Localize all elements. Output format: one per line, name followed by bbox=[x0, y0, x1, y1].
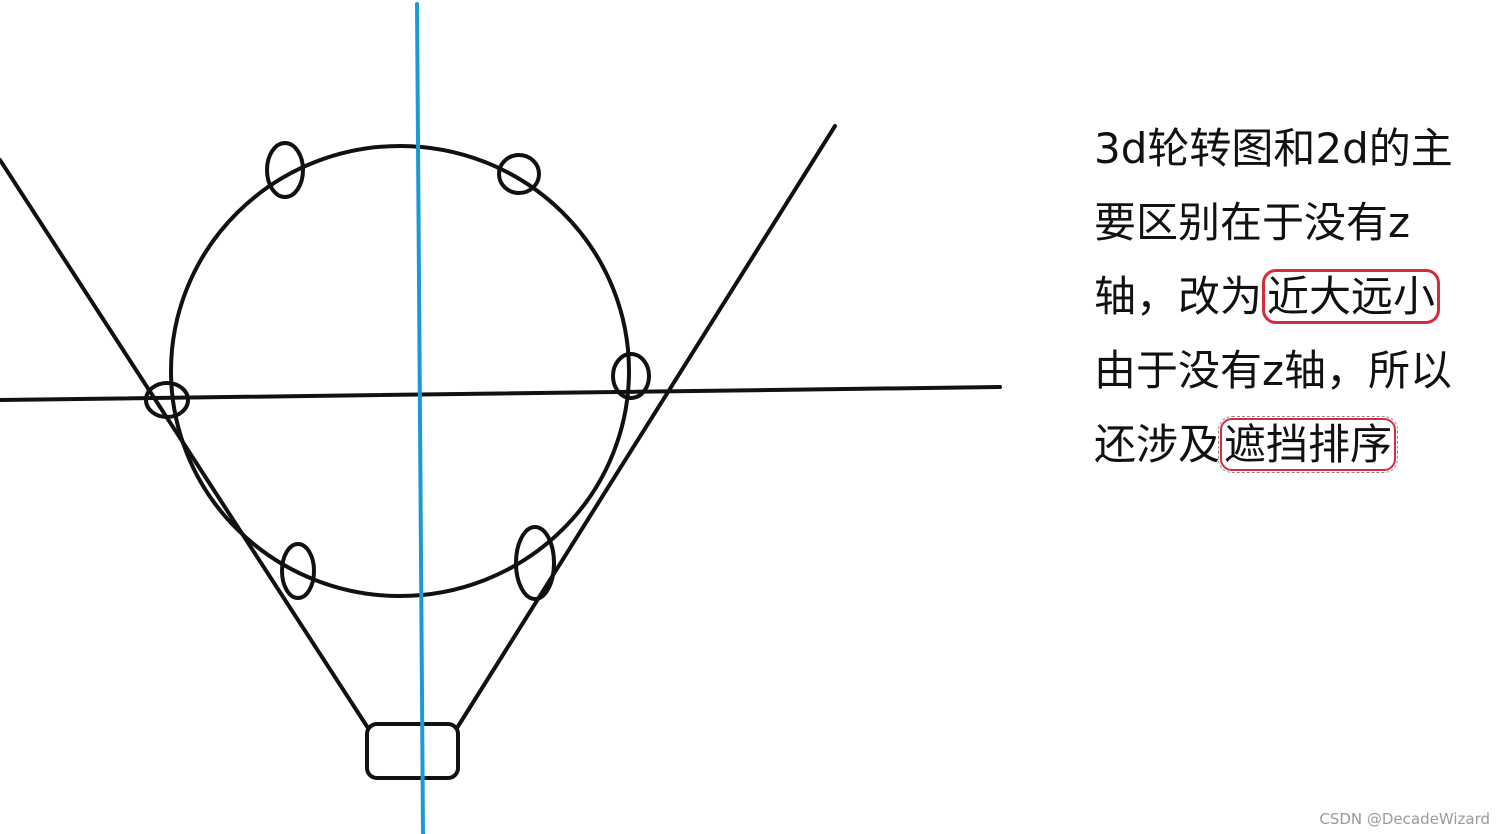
note-line-2: 要区别在于没有z bbox=[1094, 186, 1494, 260]
note-text-5: 还涉及 bbox=[1094, 420, 1221, 469]
highlight-occlusion-sorting: 遮挡排序 bbox=[1218, 416, 1399, 473]
note-text-3: 轴，改为 bbox=[1094, 272, 1263, 321]
note-line-4: 由于没有z轴，所以 bbox=[1094, 334, 1494, 408]
vertical-axis bbox=[415, 2, 425, 834]
note-text-2: 要区别在于没有z bbox=[1094, 198, 1411, 247]
item-bottom-left bbox=[280, 542, 316, 600]
item-top-right bbox=[497, 153, 541, 195]
watermark: CSDN @DecadeWizard bbox=[1319, 810, 1490, 828]
carousel-circle bbox=[169, 144, 631, 598]
item-right bbox=[611, 352, 651, 400]
explanation-note: 3d轮转图和2d的主 要区别在于没有z 轴，改为近大远小 由于没有z轴，所以 还… bbox=[1094, 112, 1494, 482]
item-left bbox=[144, 381, 190, 419]
note-line-3: 轴，改为近大远小 bbox=[1094, 260, 1494, 334]
horizontal-axis bbox=[0, 385, 1002, 402]
camera-box bbox=[365, 722, 460, 780]
right-view-line bbox=[455, 124, 837, 730]
item-bottom-right bbox=[514, 525, 556, 601]
item-top-left bbox=[265, 141, 305, 199]
note-line-1: 3d轮转图和2d的主 bbox=[1094, 112, 1494, 186]
note-text-4: 由于没有z轴，所以 bbox=[1094, 346, 1453, 395]
note-text-1: 3d轮转图和2d的主 bbox=[1094, 124, 1453, 173]
highlight-perspective: 近大远小 bbox=[1262, 269, 1441, 324]
note-line-5: 还涉及遮挡排序 bbox=[1094, 408, 1494, 482]
